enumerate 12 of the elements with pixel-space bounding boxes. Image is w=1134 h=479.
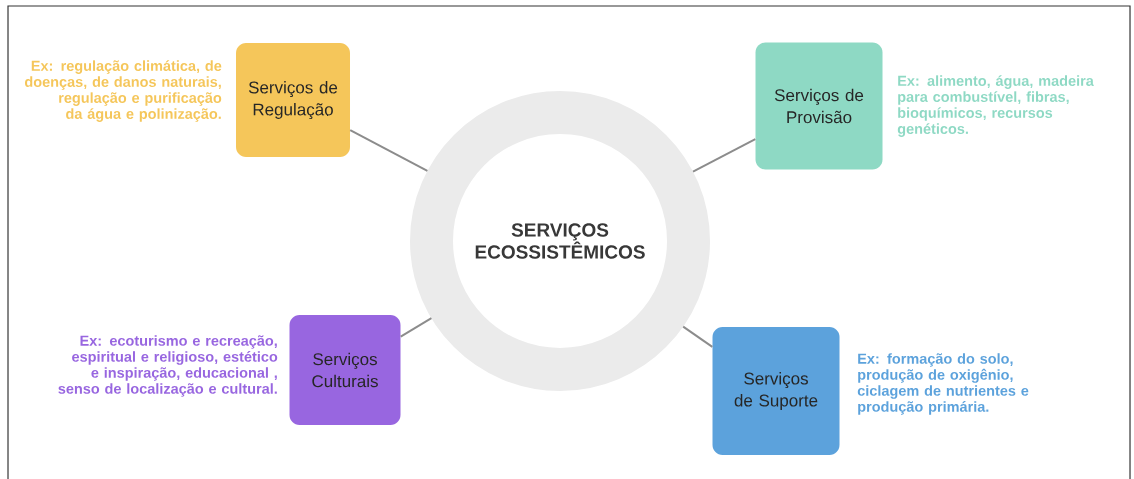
example-text: Ex: regulação climática, de doenças, de danos naturais, regulação e purificação da água e polinização.	[25, 60, 222, 122]
service-box: Serviços de Suporte	[712, 327, 840, 455]
connector-line	[349, 129, 429, 172]
connector-line	[399, 317, 433, 338]
connector-line	[692, 138, 757, 173]
example-text: Ex: alimento, água, madeira para combustível, fibras, bioquímicos, recursos genéticos.	[897, 75, 1094, 137]
example-text: Ex: formação do solo, produção de oxigênio, ciclagem de nutrientes e produção primária.	[857, 353, 1029, 415]
example-text: Ex: ecoturismo e recreação, espiritual e religioso, estético e inspiração, educacional , senso de localização e cultural.	[58, 335, 278, 397]
service-box: Serviços de Regulação	[236, 43, 350, 157]
service-box: Serviços Culturais	[289, 315, 401, 425]
connector-line	[682, 325, 714, 348]
service-box: Serviços de Provisão	[755, 42, 883, 170]
